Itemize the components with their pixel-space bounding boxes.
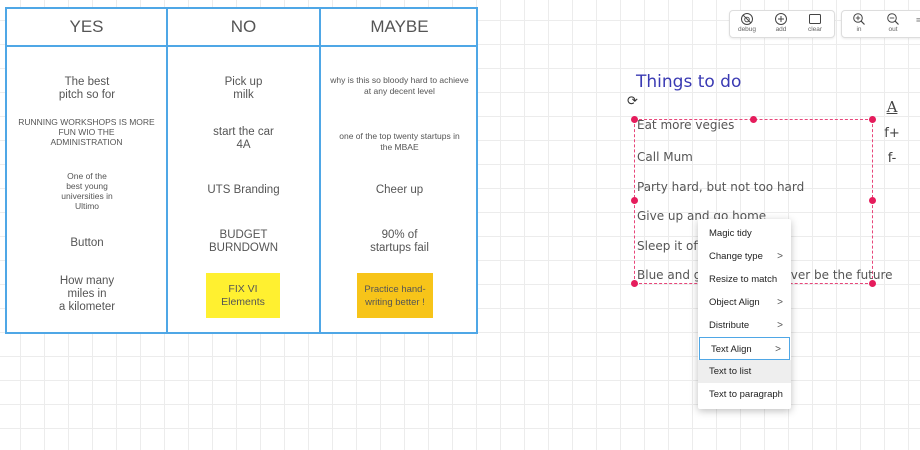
chevron-right-icon: > <box>777 251 783 262</box>
note-maybe-1[interactable]: why is this so bloody hard to achieve at… <box>330 75 469 96</box>
note-maybe-2[interactable]: one of the top twenty startups in the MB… <box>339 131 460 152</box>
menu-item-text-align[interactable]: Text Align > <box>699 337 790 360</box>
font-increase-button[interactable]: f+ <box>884 126 900 141</box>
list-item[interactable]: Call Mum <box>637 150 693 164</box>
list-title[interactable]: Things to do <box>636 72 742 92</box>
rotate-icon[interactable]: ⟳ <box>627 93 638 108</box>
toolbar-zoom: in out <box>841 10 920 38</box>
plus-circle-icon <box>775 13 787 25</box>
menu-item-label: Magic tidy <box>709 228 752 239</box>
menu-item-label: Resize to match <box>709 274 778 285</box>
chevron-right-icon: > <box>777 320 783 331</box>
board-table: YES NO MAYBE The best pitch so for RUNNI… <box>5 7 478 334</box>
note-yes-5[interactable]: How many miles in a kilometer <box>58 275 116 313</box>
column-header-maybe: MAYBE <box>370 17 429 36</box>
note-no-3[interactable]: UTS Branding <box>207 184 280 196</box>
add-button[interactable]: add <box>764 11 798 37</box>
note-yes-2[interactable]: RUNNING WORKSHOPS IS MORE FUN WIO THE AD… <box>18 117 155 147</box>
zoom-in-button[interactable]: in <box>842 11 876 37</box>
chevron-right-icon: > <box>777 297 783 308</box>
context-menu: Magic tidy Change type> Resize to match … <box>698 219 791 409</box>
clear-button[interactable]: clear <box>798 11 832 37</box>
header-divider <box>7 45 476 47</box>
column-divider <box>166 9 168 332</box>
more-button[interactable] <box>910 11 920 37</box>
column-header-no: NO <box>230 17 257 36</box>
menu-item-text-to-list[interactable]: Text to list <box>698 360 791 383</box>
resize-handle-left[interactable] <box>631 197 638 204</box>
menu-item-label: Text Align <box>711 344 752 355</box>
note-no-1[interactable]: Pick up milk <box>224 76 263 101</box>
note-maybe-3[interactable]: Cheer up <box>375 184 424 196</box>
menu-item-text-to-paragraph[interactable]: Text to paragraph <box>698 383 791 406</box>
list-item[interactable]: Party hard, but not too hard <box>637 180 805 194</box>
square-icon <box>809 14 821 24</box>
menu-item-label: Distribute <box>709 320 750 331</box>
menu-item-label: Object Align <box>709 297 760 308</box>
clear-label: clear <box>807 26 823 33</box>
zoom-in-label: in <box>856 26 862 33</box>
column-divider <box>319 9 321 332</box>
note-maybe-4[interactable]: 90% of startups fail <box>370 229 429 254</box>
zoom-in-icon <box>853 13 865 25</box>
font-panel: A f+ f- <box>877 94 907 166</box>
zoom-out-label: out <box>888 26 898 33</box>
sticky-note-yellow[interactable]: FIX VI Elements <box>206 273 280 318</box>
note-yes-3[interactable]: One of the best young universities in Ul… <box>61 171 113 211</box>
list-item[interactable]: Eat more vegies <box>637 118 735 132</box>
menu-item-distribute[interactable]: Distribute > <box>698 314 791 337</box>
font-style-button[interactable]: A <box>886 98 898 116</box>
menu-item-resize-to-match[interactable]: Resize to match <box>698 268 791 291</box>
font-decrease-button[interactable]: f- <box>887 151 897 166</box>
note-no-2[interactable]: start the car 4A <box>213 126 274 151</box>
more-icon <box>916 18 920 22</box>
note-yes-4[interactable]: Button <box>70 237 104 249</box>
resize-handle-top-left[interactable] <box>631 116 638 123</box>
column-header-yes: YES <box>69 17 104 36</box>
zoom-out-button[interactable]: out <box>876 11 910 37</box>
note-yes-1[interactable]: The best pitch so for <box>58 76 116 101</box>
menu-item-object-align[interactable]: Object Align > <box>698 291 791 314</box>
debug-button[interactable]: debug <box>730 11 764 37</box>
resize-handle-top-right[interactable] <box>869 116 876 123</box>
note-no-4[interactable]: BUDGET BURNDOWN <box>209 229 278 254</box>
chevron-right-icon: > <box>775 344 781 355</box>
zoom-out-icon <box>887 13 899 25</box>
resize-handle-bottom-right[interactable] <box>869 280 876 287</box>
resize-handle-right[interactable] <box>869 197 876 204</box>
resize-handle-top[interactable] <box>750 116 757 123</box>
resize-handle-bottom-left[interactable] <box>631 280 638 287</box>
add-label: add <box>775 26 787 33</box>
menu-item-label: Text to list <box>709 366 752 377</box>
menu-item-change-type[interactable]: Change type > <box>698 245 791 268</box>
menu-item-label: Text to paragraph <box>709 389 783 400</box>
bug-icon <box>741 13 753 25</box>
menu-item-label: Change type <box>709 251 763 262</box>
menu-item-magic-tidy[interactable]: Magic tidy <box>698 222 791 245</box>
debug-label: debug <box>737 26 757 33</box>
list-item[interactable]: Sleep it off <box>637 239 702 253</box>
sticky-note-orange[interactable]: Practice hand- writing better ! <box>357 273 433 318</box>
toolbar-main: debug add clear <box>729 10 835 38</box>
